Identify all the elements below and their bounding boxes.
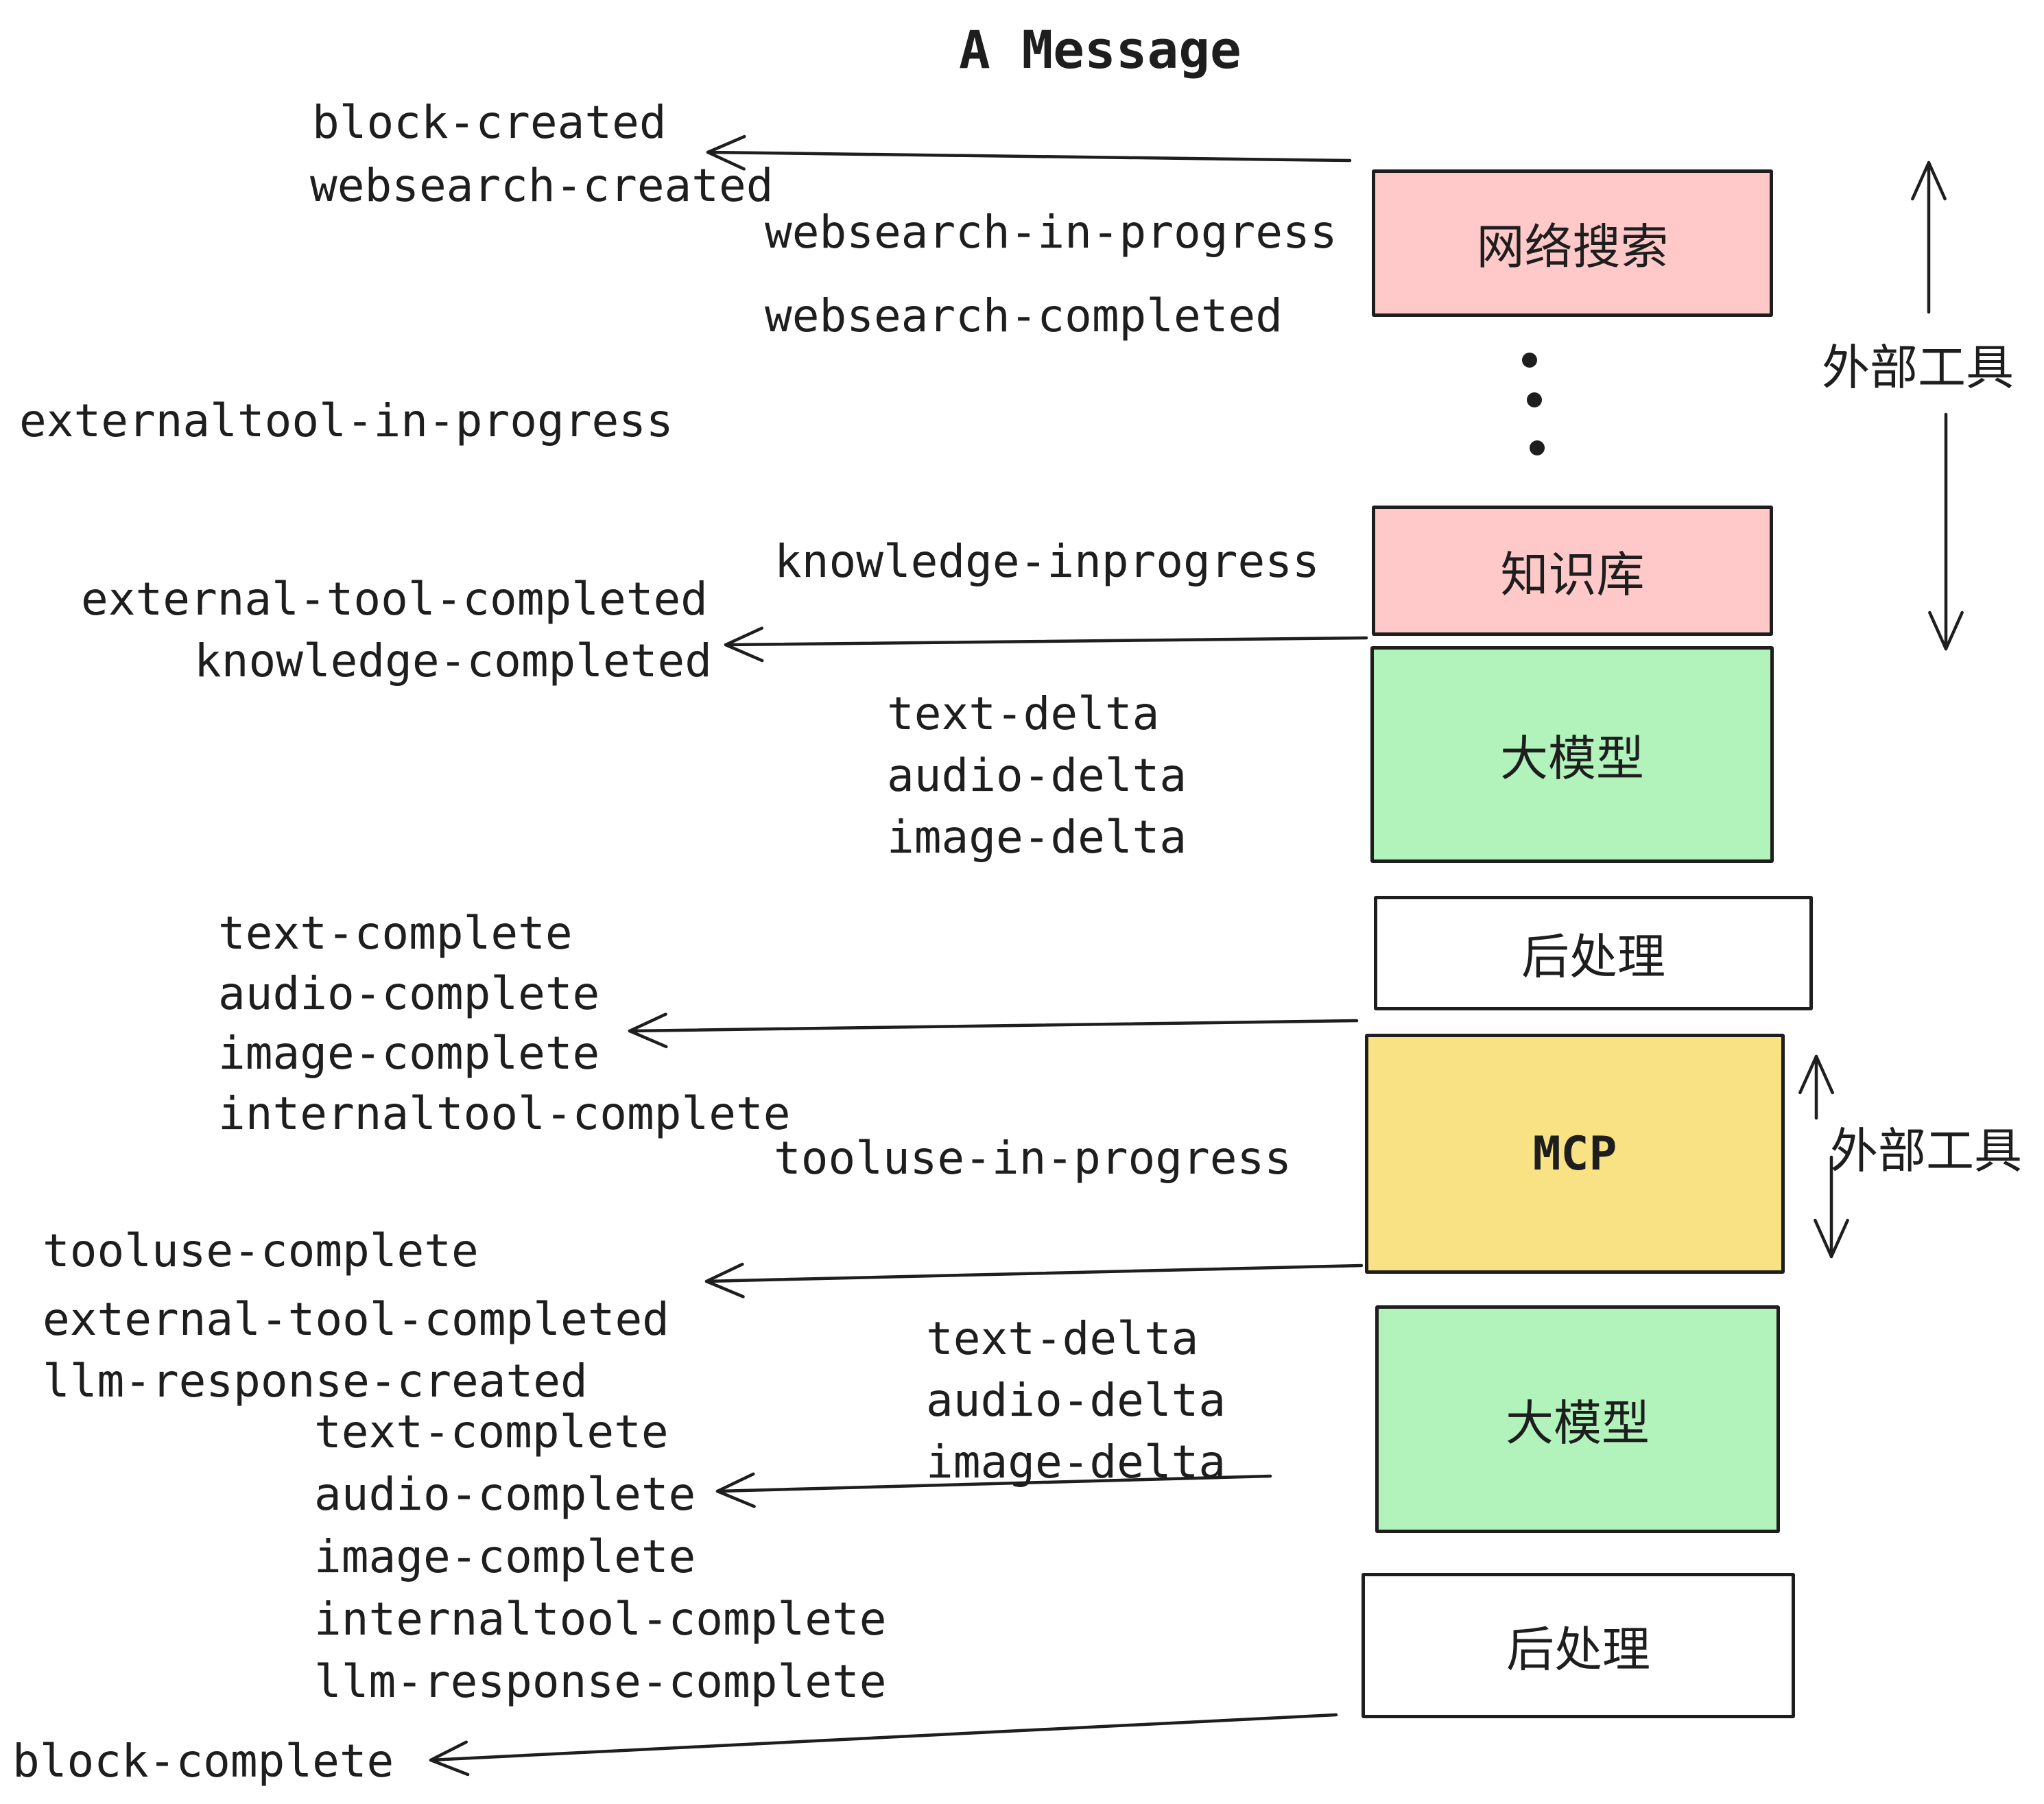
box-llm-1-label: 大模型 bbox=[1500, 730, 1644, 787]
event-label-block-created: block-created bbox=[312, 96, 667, 149]
event-label-websearch-created: websearch-created bbox=[310, 159, 774, 212]
event-label-tooluse-in-progress: tooluse-in-progress bbox=[774, 1132, 1292, 1185]
box-llm-2: 大模型 bbox=[1375, 1305, 1780, 1533]
event-label-internaltool-complete-2: internaltool-complete bbox=[314, 1593, 887, 1646]
event-label-text-delta-2: text-delta bbox=[926, 1312, 1199, 1365]
event-label-audio-delta-2: audio-delta bbox=[926, 1374, 1226, 1427]
event-label-external-tool-completed-2: external-tool-completed bbox=[43, 1293, 669, 1346]
external-tool-down-arrow-top bbox=[1928, 412, 1964, 651]
event-label-knowledge-inprogress: knowledge-inprogress bbox=[774, 535, 1320, 588]
event-label-websearch-completed: websearch-completed bbox=[765, 289, 1283, 342]
event-label-image-complete-1: image-complete bbox=[218, 1027, 600, 1080]
external-tool-label-mid: 外部工具 bbox=[1830, 1123, 2022, 1179]
event-label-image-delta-1: image-delta bbox=[887, 811, 1187, 864]
event-label-text-complete-1: text-complete bbox=[218, 907, 573, 960]
box-llm-2-label: 大模型 bbox=[1506, 1394, 1650, 1451]
box-knowledge: 知识库 bbox=[1372, 506, 1773, 636]
external-tool-up-arrow-top bbox=[1911, 161, 1947, 314]
event-label-tooluse-complete: tooluse-complete bbox=[43, 1224, 479, 1277]
event-label-llm-response-created: llm-response-created bbox=[43, 1355, 588, 1408]
box-post-1: 后处理 bbox=[1374, 896, 1813, 1010]
event-label-image-complete-2: image-complete bbox=[314, 1530, 696, 1583]
event-label-externaltool-in-progress: externaltool-in-progress bbox=[19, 394, 674, 447]
box-knowledge-label: 知识库 bbox=[1500, 546, 1645, 603]
box-llm-1: 大模型 bbox=[1370, 646, 1774, 863]
arrow-to-block-complete bbox=[429, 1713, 1338, 1777]
event-label-audio-complete-2: audio-complete bbox=[314, 1468, 696, 1521]
event-label-text-delta-1: text-delta bbox=[887, 687, 1160, 740]
external-tool-label-top: 外部工具 bbox=[1822, 340, 2014, 396]
ellipsis-dot bbox=[1522, 353, 1537, 368]
event-label-image-delta-2: image-delta bbox=[926, 1436, 1226, 1488]
box-post-2-label: 后处理 bbox=[1506, 1621, 1650, 1678]
box-post-1-label: 后处理 bbox=[1521, 929, 1665, 985]
box-post-2: 后处理 bbox=[1362, 1573, 1795, 1718]
arrow-to-image-complete bbox=[628, 1012, 1359, 1049]
box-mcp: MCP bbox=[1365, 1034, 1785, 1274]
ellipsis-dot bbox=[1530, 440, 1545, 455]
event-label-block-complete: block-complete bbox=[12, 1735, 394, 1788]
arrow-to-external-tool-completed bbox=[704, 1262, 1364, 1298]
box-websearch: 网络搜索 bbox=[1372, 169, 1773, 317]
event-label-audio-delta-1: audio-delta bbox=[887, 749, 1187, 802]
event-label-websearch-in-progress: websearch-in-progress bbox=[765, 206, 1338, 259]
event-label-knowledge-completed: knowledge-completed bbox=[194, 634, 712, 687]
diagram-title: A Message bbox=[959, 19, 1241, 80]
arrow-to-block-created bbox=[706, 134, 1352, 171]
external-tool-up-arrow-mid bbox=[1798, 1054, 1834, 1120]
ellipsis-dot bbox=[1527, 392, 1542, 407]
event-label-external-tool-completed: external-tool-completed bbox=[81, 573, 708, 626]
event-label-llm-response-complete: llm-response-complete bbox=[314, 1655, 887, 1708]
event-label-text-complete-2: text-complete bbox=[314, 1405, 669, 1458]
event-label-internaltool-complete-1: internaltool-complete bbox=[218, 1087, 791, 1140]
box-mcp-label: MCP bbox=[1532, 1126, 1617, 1181]
arrow-to-knowledge-completed bbox=[724, 626, 1368, 663]
event-label-audio-complete-1: audio-complete bbox=[218, 967, 600, 1020]
box-websearch-label: 网络搜索 bbox=[1476, 219, 1669, 275]
